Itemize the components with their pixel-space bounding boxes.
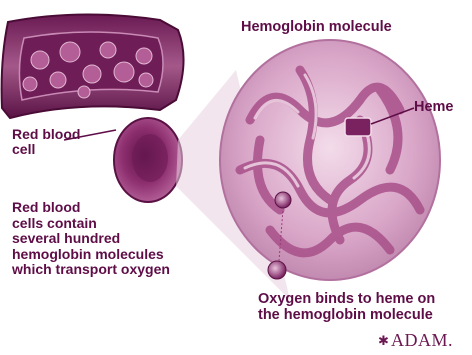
heme-group	[345, 118, 371, 136]
oxygen-binding-label: Oxygen binds to heme on the hemoglobin m…	[258, 291, 435, 323]
bound-oxygen	[275, 192, 291, 208]
oxygen-molecule	[268, 261, 286, 279]
red-blood-cell-label: Red blood cell	[12, 127, 80, 157]
adam-logo-icon: ✱	[378, 333, 389, 348]
description-text: Red blood cells contain several hundred …	[12, 200, 170, 278]
hemoglobin-molecule	[220, 40, 440, 280]
red-blood-cell	[114, 118, 182, 202]
credit-logo: ADAM.	[391, 333, 453, 348]
blood-vessel	[2, 14, 184, 118]
diagram-title: Hemoglobin molecule	[241, 20, 392, 35]
heme-label: Heme	[414, 100, 454, 115]
